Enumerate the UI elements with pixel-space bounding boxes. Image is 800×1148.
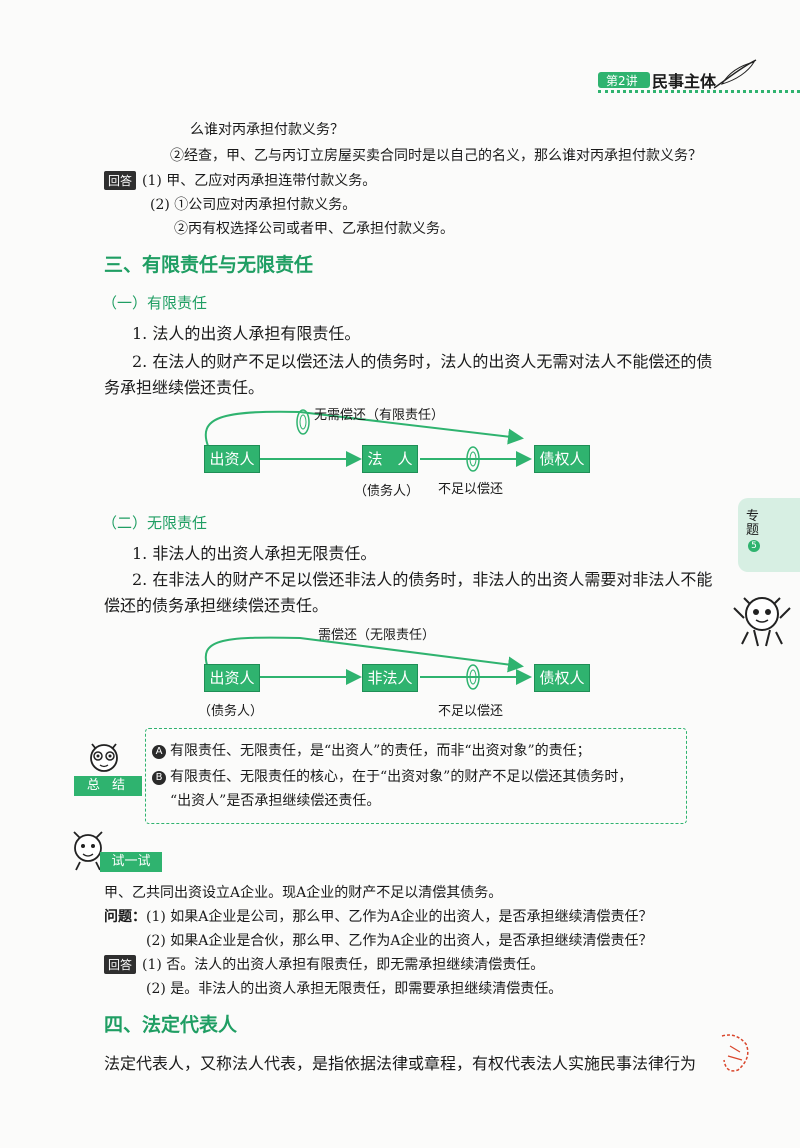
section3-p1: 1. 法人的出资人承担有限责任。: [132, 324, 361, 343]
chapter-tab-number: 5: [748, 540, 760, 552]
section3-p2b: 务承担继续偿还责任。: [104, 378, 265, 397]
summary-tag: 总 结: [74, 776, 142, 796]
diagram2-arrows: [204, 636, 532, 690]
top-line2: ②经查，甲、乙与丙订立房屋买卖合同时是以自己的名义，那么谁对丙承担付款义务？: [170, 148, 702, 164]
summary-a-text: 有限责任、无限责任，是“出资人”的责任，而非“出资对象”的责任；: [170, 743, 591, 759]
stamp-mark-icon: [721, 1034, 749, 1072]
section4-p1: 法定代表人，又称法人代表，是指依据法律或章程，有权代表法人实施民事法律行为: [104, 1054, 697, 1073]
try-q-label: 问题：: [104, 909, 146, 925]
diagram1-arc-label: 无需偿还（有限责任）: [314, 408, 445, 423]
section3-sub2: （二）无限责任: [102, 514, 208, 532]
summary-b-text1: 有限责任、无限责任的核心，在于“出资对象”的财产不足以偿还其债务时，: [170, 769, 633, 785]
section3-p4b: 偿还的债务承担继续偿还责任。: [104, 596, 329, 615]
header-chip-text: 第2讲: [606, 74, 638, 88]
header-title: 民事主体: [652, 72, 717, 91]
summary-a: A 有限责任、无限责任，是“出资人”的责任，而非“出资对象”的责任；: [152, 740, 591, 760]
summary-b-marker: B: [152, 771, 166, 785]
section4-title: 四、法定代表人: [104, 1014, 238, 1036]
section3-p4a: 2. 在非法人的财产不足以偿还非法人的债务时，非法人的出资人需要对非法人不能: [132, 570, 713, 589]
try-mascot-icon: [73, 831, 103, 871]
section3-sub1: （一）有限责任: [102, 294, 208, 312]
header-dots: [598, 90, 800, 93]
diagram1-box-investor: 出资人: [204, 445, 260, 473]
section3-p3: 1. 非法人的出资人承担无限责任。: [132, 544, 377, 563]
diagram1-under-arrow: 不足以偿还: [438, 482, 504, 497]
try-a2: (2) 是。非法人的出资人承担无限责任，即需要承担继续清偿责任。: [146, 981, 563, 997]
diagram2-box-investor: 出资人: [204, 664, 260, 692]
diagram1-box-creditor: 债权人: [534, 445, 590, 473]
answer-3: ②丙有权选择公司或者甲、乙承担付款义务。: [174, 221, 454, 237]
try-a1: (1) 否。法人的出资人承担有限责任，即无需承担继续清偿责任。: [142, 957, 545, 973]
try-answer-row: 回答 (1) 否。法人的出资人承担有限责任，即无需承担继续清偿责任。: [104, 954, 544, 974]
summary-b: B 有限责任、无限责任的核心，在于“出资对象”的财产不足以偿还其债务时，: [152, 766, 632, 786]
diagram2-under-box1: （债务人）: [198, 704, 264, 719]
answer-2: (2) ①公司应对丙承担付款义务。: [150, 197, 357, 213]
try-q1-row: 问题：(1) 如果A企业是公司，那么甲、乙作为A企业的出资人，是否承担继续清偿责…: [104, 906, 653, 926]
owl-mascot-icon: [90, 743, 118, 772]
summary-box: [145, 728, 687, 824]
try-q1: (1) 如果A企业是公司，那么甲、乙作为A企业的出资人，是否承担继续清偿责任？: [146, 909, 653, 925]
diagram2-box-non-legal-person: 非法人: [362, 664, 418, 692]
answer-badge: 回答: [104, 171, 137, 190]
section3-title: 三、有限责任与无限责任: [104, 254, 314, 276]
diagram1-arrows: [204, 409, 532, 472]
section3-p2a: 2. 在法人的财产不足以偿还法人的债务时，法人的出资人无需对法人不能偿还的债: [132, 352, 713, 371]
summary-a-marker: A: [152, 745, 166, 759]
summary-b-text2: “出资人”是否承担继续偿还责任。: [170, 793, 381, 809]
header-chip: [598, 72, 650, 88]
chapter-tab: [738, 498, 800, 572]
diagram1-box-legal-person: 法 人: [362, 445, 418, 473]
top-answer-row: 回答 (1) 甲、乙应对丙承担连带付款义务。: [104, 170, 376, 190]
try-stem: 甲、乙共同出资设立A企业。现A企业的财产不足以清偿其债务。: [104, 885, 503, 901]
diagram2-under-arrow: 不足以偿还: [438, 704, 504, 719]
top-line1: 么谁对丙承担付款义务？: [190, 122, 344, 138]
mascot-icon: [733, 597, 791, 647]
diagram1-under-box2: （债务人）: [354, 484, 420, 499]
chapter-tab-label: 专题: [746, 510, 760, 538]
try-answer-badge: 回答: [104, 955, 137, 974]
diagram2-box-creditor: 债权人: [534, 664, 590, 692]
try-q2: (2) 如果A企业是合伙，那么甲、乙作为A企业的出资人，是否承担继续清偿责任？: [146, 933, 653, 949]
answer-1: (1) 甲、乙应对丙承担连带付款义务。: [142, 173, 377, 189]
feather-icon: [713, 59, 757, 89]
chapter-tab-label-text: 专题: [746, 509, 760, 538]
diagram2-arc-label: 需偿还（无限责任）: [318, 628, 436, 643]
try-tag: 试一试: [100, 852, 162, 872]
